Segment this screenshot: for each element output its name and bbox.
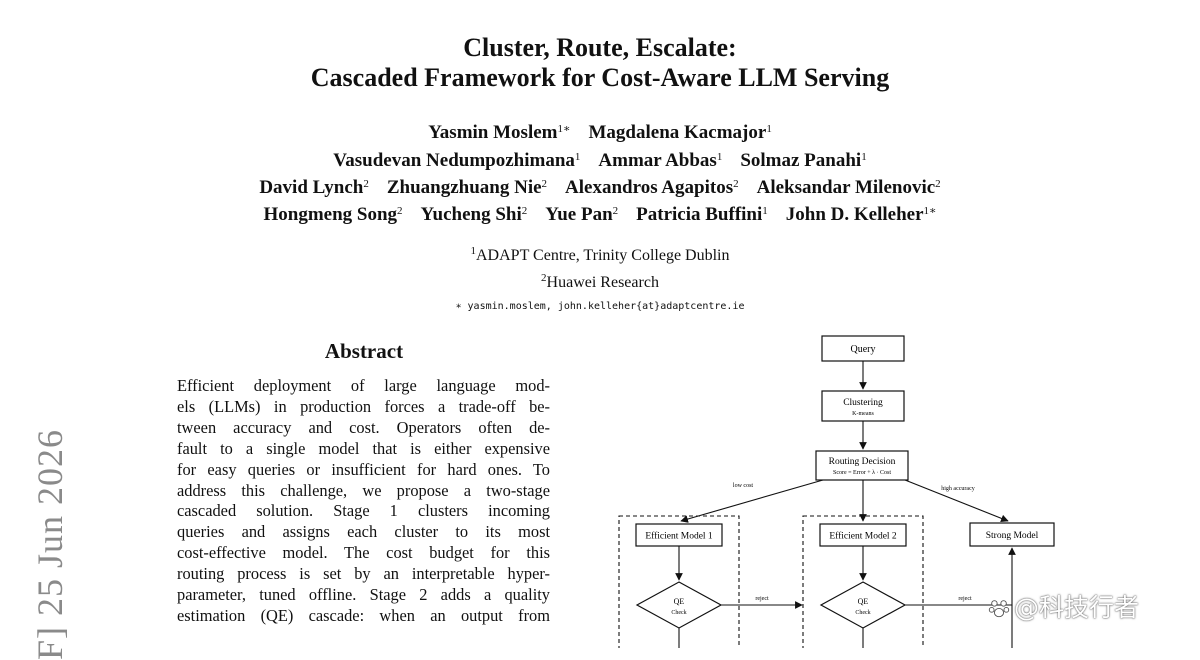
author-name: Alexandros Agapitos2	[565, 177, 739, 198]
author-affiliation-marker: 2	[541, 178, 548, 190]
abstract-line: routing process is set by an interpretab…	[177, 564, 550, 584]
qe-check-1-sublabel: Check	[671, 610, 686, 616]
author-name-text: Hongmeng Song	[263, 204, 398, 225]
author-name-text: Magdalena Kacmajor	[588, 122, 767, 143]
author-affiliation-marker: 2	[397, 205, 403, 217]
author-name-text: Alexandros Agapitos	[565, 177, 734, 198]
routing-decision-node	[815, 450, 909, 481]
watermark-text: @科技行者	[1014, 593, 1140, 622]
author-affiliation-marker: 1	[762, 205, 768, 217]
abstract-heading: Abstract	[324, 339, 404, 363]
author-affiliation-marker: 2	[612, 205, 619, 217]
author-name: Solmaz Panahi1	[740, 150, 866, 171]
abstract-line: fault to a single model that is either e…	[177, 438, 550, 458]
paw-logo-icon	[988, 600, 1010, 618]
author-name: Magdalena Kacmajor1	[588, 122, 771, 143]
affiliation-1: 1ADAPT Centre, Trinity College Dublin	[0, 241, 1200, 266]
stage-group-1	[618, 515, 740, 648]
qe-check-2-label: QE	[858, 597, 869, 606]
author-name: Yue Pan2	[545, 204, 618, 225]
author-name-text: Zhuangzhuang Nie	[386, 177, 542, 198]
affiliation-marker: 1	[470, 245, 477, 257]
author-name-text: Solmaz Panahi	[740, 150, 862, 171]
author-name: Vasudevan Nedumpozhimana1	[333, 150, 580, 171]
reject-label-1: reject	[755, 596, 769, 602]
strong-model-label: Strong Model	[986, 531, 1039, 541]
clustering-sublabel: K-means	[852, 411, 874, 417]
affiliation-text: Huawei Research	[546, 274, 659, 291]
qe-check-2-sublabel: Check	[855, 610, 870, 616]
author-name: Patricia Buffini1	[636, 204, 768, 225]
affiliation-marker: 2	[541, 272, 547, 284]
affiliation-2: 2Huawei Research	[0, 268, 1200, 293]
author-name-text: Yucheng Shi	[420, 204, 522, 225]
author-affiliation-marker: 2	[363, 178, 369, 190]
author-affiliation-marker: 2	[733, 178, 739, 190]
author-name-text: Aleksandar Milenovic	[756, 177, 936, 198]
author-name: Ammar Abbas1	[598, 150, 722, 171]
author-name: Aleksandar Milenovic2	[757, 177, 941, 198]
author-name-text: Patricia Buffini	[636, 204, 763, 225]
author-name: Yasmin Moslem1∗	[428, 122, 570, 143]
abstract-line: tween accuracy and cost. Operators often…	[177, 417, 550, 437]
efficient-model-1-label: Efficient Model 1	[645, 531, 713, 542]
author-affiliation-marker: 1∗	[557, 123, 571, 135]
author-name: Yucheng Shi2	[421, 204, 528, 225]
watermark: @科技行者	[988, 588, 1139, 624]
paper-title-line-1: Cluster, Route, Escalate:	[463, 33, 737, 62]
paper-title-line-2: Cascaded Framework for Cost-Aware LLM Se…	[310, 63, 890, 92]
abstract-line: cascaded solution. Stage 1 clusters inco…	[177, 501, 550, 521]
author-row: Yasmin Moslem1∗ Magdalena Kacmajor1	[0, 117, 1200, 145]
author-affiliation-marker: 1	[861, 151, 867, 163]
author-name-text: Yue Pan	[545, 204, 613, 225]
high-accuracy-label: high accuracy	[941, 486, 974, 492]
abstract-line: els (LLMs) in production forces a trade-…	[177, 396, 550, 416]
author-name-text: Yasmin Moslem	[428, 122, 558, 143]
affiliation-text: ADAPT Centre, Trinity College Dublin	[476, 247, 730, 264]
author-affiliation-marker: 1	[766, 123, 772, 135]
clustering-label: Clustering	[843, 398, 883, 408]
routing-decision-label: Routing Decision	[829, 457, 896, 467]
author-name-text: Vasudevan Nedumpozhimana	[333, 150, 575, 171]
author-name: Hongmeng Song2	[263, 204, 402, 225]
contact-email: ∗ yasmin.moslem, john.kelleher{at}adaptc…	[455, 301, 745, 312]
edge-low-cost	[680, 479, 824, 523]
abstract-line: estimation (QE) cascade: when an output …	[177, 605, 550, 625]
qe-check-1-label: QE	[674, 597, 685, 606]
author-name: John D. Kelleher1∗	[786, 204, 937, 225]
abstract-line: parameter, tuned offline. Stage 2 adds a…	[177, 585, 550, 605]
low-cost-label: low cost	[733, 483, 753, 489]
abstract-line: queries and assigns each cluster to its …	[177, 522, 550, 542]
abstract-body: Efficient deployment of large language m…	[177, 376, 550, 627]
clustering-node	[821, 390, 905, 422]
author-name-text: Ammar Abbas	[598, 150, 717, 171]
author-affiliation-marker: 1	[716, 151, 723, 163]
abstract-line: for easy queries or insufficient for har…	[177, 459, 550, 479]
author-name: David Lynch2	[259, 177, 369, 198]
author-name: Zhuangzhuang Nie2	[387, 177, 547, 198]
routing-decision-sublabel: Score = Error + λ · Cost	[833, 470, 891, 476]
query-label: Query	[851, 344, 876, 355]
author-name-text: David Lynch	[259, 177, 364, 198]
author-affiliation-marker: 2	[521, 205, 528, 217]
edge-high-accuracy	[904, 479, 1009, 523]
author-name-text: John D. Kelleher	[785, 204, 924, 225]
abstract-line: Efficient deployment of large language m…	[177, 376, 550, 395]
stage-group-2	[802, 515, 924, 648]
abstract-line: cost-effective model. The cost budget fo…	[177, 543, 550, 563]
strong-model-node	[969, 522, 1055, 547]
efficient-model-2-label: Efficient Model 2	[829, 531, 897, 542]
author-affiliation-marker: 1	[574, 151, 581, 163]
reject-label-2: reject	[958, 596, 972, 602]
author-affiliation-marker: 1∗	[923, 205, 937, 217]
abstract-line: address this challenge, we propose a two…	[177, 480, 550, 500]
author-affiliation-marker: 2	[935, 178, 941, 190]
